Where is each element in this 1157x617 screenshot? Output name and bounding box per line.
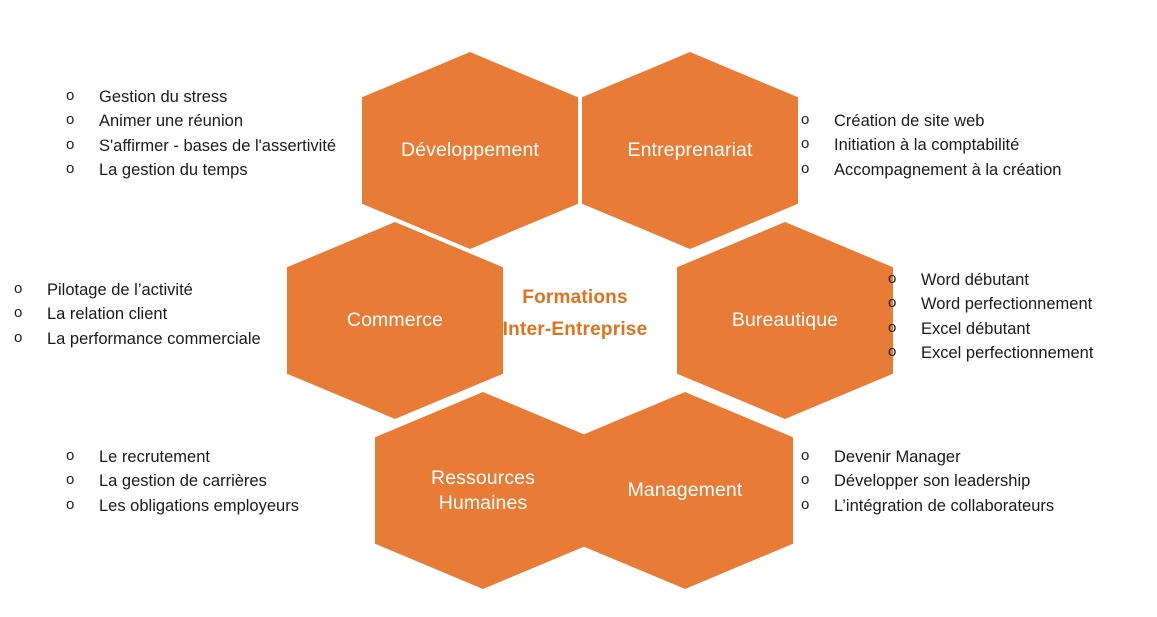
list-item-label: Gestion du stress <box>99 88 228 106</box>
list-item-label: Word débutant <box>921 271 1029 289</box>
list-item: o Devenir Manager <box>801 445 1054 469</box>
bullet-marker-icon: o <box>66 471 75 489</box>
hexagon-management[interactable]: Management <box>577 392 793 589</box>
bullet-marker-icon: o <box>66 447 75 464</box>
list-item: o Création de site web <box>801 109 1061 133</box>
hexagon-label-developpement: Développement <box>401 139 539 162</box>
bullet-marker-icon: o <box>801 495 810 513</box>
list-item-label: Pilotage de l’activité <box>47 281 193 299</box>
list-item-label: La gestion du temps <box>99 161 248 180</box>
center-title-line-1: Formations <box>522 287 628 308</box>
list-item: o Word débutant <box>888 268 1093 292</box>
list-item: o Excel perfectionnement <box>888 341 1093 365</box>
list-item-label: Animer une réunion <box>99 112 244 131</box>
hexagon-label-bureautique: Bureautique <box>731 309 839 332</box>
list-item: o Pilotage de l’activité <box>14 278 261 302</box>
list-item: o La gestion du temps <box>66 158 336 182</box>
list-item-label: Création de site web <box>834 112 985 130</box>
callout-list-ressources-humaines: o Le recrutement o La gestion de carrières… <box>66 445 299 518</box>
list-item: o Initiation à la comptabilité <box>801 133 1061 157</box>
callout-ressources-humaines: o Le recrutement o La gestion de carrières… <box>66 445 299 518</box>
list-item: o Excel débutant <box>888 317 1093 341</box>
bullet-marker-icon: o <box>801 159 810 177</box>
list-item: o Développer son leadership <box>801 469 1054 493</box>
bullet-marker-icon: o <box>888 318 897 336</box>
list-item: o La performance commerciale <box>14 327 261 351</box>
list-item-label: Les obligations employeurs <box>99 496 299 515</box>
bullet-marker-icon: o <box>888 294 897 312</box>
center-title-line-2: Inter-Entreprise <box>502 318 648 340</box>
bullet-marker-icon: o <box>888 270 897 287</box>
list-item-label: La relation client <box>47 305 168 324</box>
list-item: o S'affirmer - bases de l'assertivité <box>66 134 336 158</box>
hexagon-commerce[interactable]: Commerce <box>287 222 503 419</box>
callout-commerce: o Pilotage de l’activité o La relation cli… <box>14 278 261 351</box>
hexagon-bureautique[interactable]: Bureautique <box>677 222 893 419</box>
list-item: o Le recrutement <box>66 445 299 469</box>
list-item-label: Accompagnement à la création <box>834 160 1062 179</box>
list-item-label: Développer son leadership <box>834 472 1031 491</box>
bullet-marker-icon: o <box>66 495 75 513</box>
bullet-marker-icon: o <box>888 343 897 361</box>
bullet-marker-icon: o <box>66 111 75 129</box>
list-item-label: Initiation à la comptabilité <box>834 136 1020 155</box>
list-item: o Accompagnement à la création <box>801 158 1061 182</box>
list-item: o Word perfectionnement <box>888 292 1093 316</box>
list-item: o La relation client <box>14 302 261 326</box>
list-item-label: Le recrutement <box>99 448 210 466</box>
bullet-marker-icon: o <box>66 135 75 153</box>
bullet-marker-icon: o <box>801 135 810 153</box>
list-item-label: La gestion de carrières <box>99 472 267 491</box>
list-item: o L’intégration de collaborateurs <box>801 494 1054 518</box>
list-item: o Les obligations employeurs <box>66 494 299 518</box>
bullet-marker-icon: o <box>801 447 810 464</box>
bullet-marker-icon: o <box>14 280 23 297</box>
bullet-marker-icon: o <box>14 328 23 346</box>
list-item: o Gestion du stress <box>66 85 336 109</box>
hexagon-developpement[interactable]: Développement <box>362 52 578 249</box>
bullet-marker-icon: o <box>801 471 810 489</box>
list-item-label: Excel perfectionnement <box>921 344 1094 363</box>
hexagon-label-entreprenariat: Entreprenariat <box>627 139 753 162</box>
hexagon-entreprenariat[interactable]: Entreprenariat <box>582 52 798 249</box>
bullet-marker-icon: o <box>801 111 810 128</box>
bullet-marker-icon: o <box>14 304 23 322</box>
list-item-label: S'affirmer - bases de l'assertivité <box>99 136 337 155</box>
list-item-label: Excel débutant <box>921 319 1031 338</box>
center-title: Formations Inter-Entreprise <box>470 282 680 346</box>
callout-list-commerce: o Pilotage de l’activité o La relation cli… <box>14 278 261 351</box>
hexagon-label-management: Management <box>627 479 743 502</box>
hexagon-ressources-humaines[interactable]: Ressources Humaines <box>375 392 591 589</box>
hexagon-label-commerce: Commerce <box>346 309 444 332</box>
list-item: o La gestion de carrières <box>66 469 299 493</box>
list-item: o Animer une réunion <box>66 109 336 133</box>
bullet-marker-icon: o <box>66 160 75 178</box>
list-item-label: Devenir Manager <box>834 448 961 466</box>
list-item-label: La performance commerciale <box>47 329 261 348</box>
hexagon-label-ressources-humaines: Ressources Humaines <box>431 466 535 514</box>
list-item-label: L’intégration de collaborateurs <box>834 496 1055 515</box>
bullet-marker-icon: o <box>66 87 75 104</box>
list-item-label: Word perfectionnement <box>921 295 1093 314</box>
